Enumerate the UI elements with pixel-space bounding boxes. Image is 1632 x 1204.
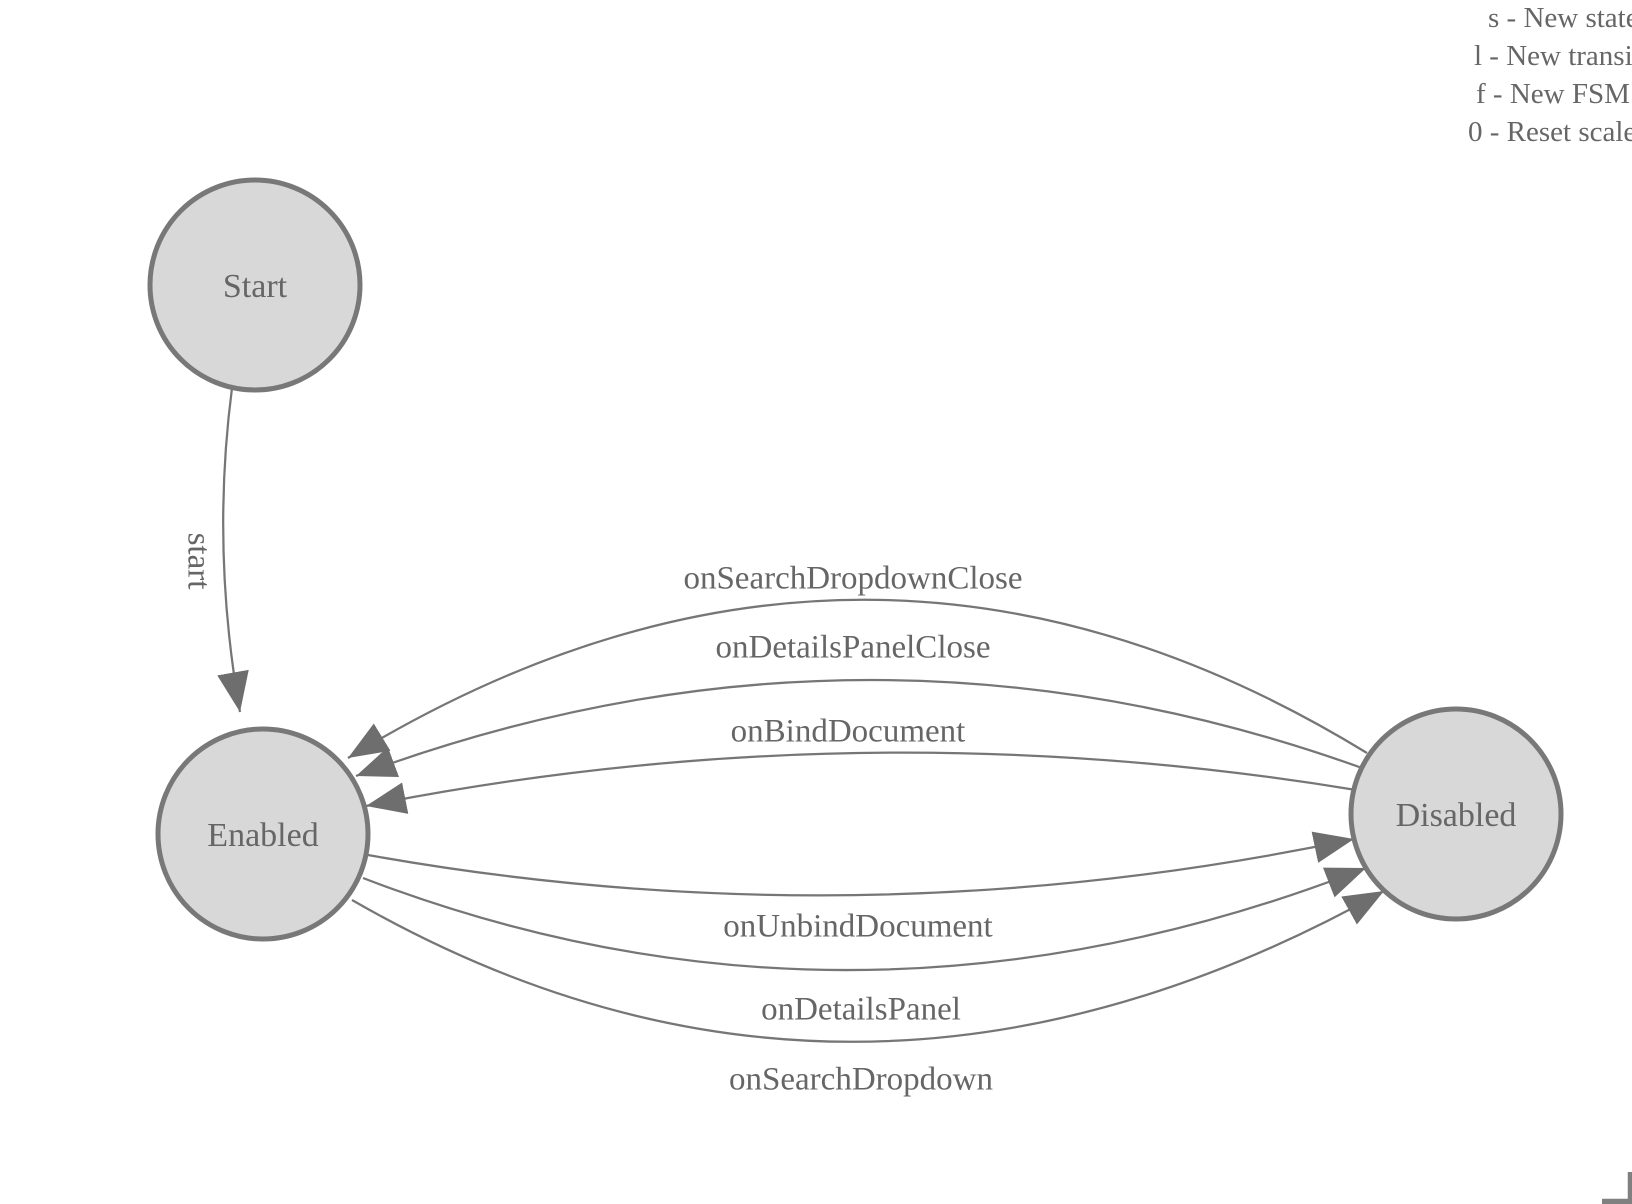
edge-onsearchdropdown[interactable] (351, 890, 1385, 1043)
edge-ondetailspanel[interactable] (362, 866, 1367, 972)
edge-label-onunbinddocument: onUnbindDocument (723, 909, 992, 945)
state-label-start: Start (223, 268, 288, 305)
edges (217, 387, 1385, 1043)
state-label-disabled: Disabled (1396, 797, 1517, 834)
state-node-start[interactable]: Start (147, 177, 363, 393)
state-circle-enabled[interactable] (155, 726, 371, 942)
edge-onsearchdropdownclose[interactable] (347, 598, 1368, 759)
edge-label-onbinddocument: onBindDocument (731, 714, 966, 750)
edge-ondetailspanelclose[interactable] (355, 678, 1363, 778)
legend-item-reset-scale: 0 - Reset scale (1468, 116, 1632, 148)
edge-label-onsearchdropdownclose: onSearchDropdownClose (683, 561, 1022, 597)
edge-label-start: start (180, 533, 216, 590)
state-circle-disabled[interactable] (1348, 706, 1564, 922)
shortcut-legend: s - New state l - New transition f - New… (1468, 2, 1632, 148)
edge-labels: start onSearchDropdownClose onDetailsPan… (180, 533, 1022, 1098)
legend-item-new-transition: l - New transition (1474, 40, 1632, 72)
state-label-enabled: Enabled (207, 817, 318, 854)
edge-onbinddocument[interactable] (365, 751, 1357, 814)
edge-start[interactable] (217, 387, 249, 713)
state-node-disabled[interactable]: Disabled (1348, 706, 1564, 922)
edge-label-onsearchdropdown: onSearchDropdown (729, 1062, 993, 1098)
edge-label-ondetailspanel: onDetailsPanel (761, 992, 961, 1028)
edge-label-ondetailspanelclose: onDetailsPanelClose (716, 630, 991, 666)
state-circle-start[interactable] (147, 177, 363, 393)
state-node-enabled[interactable]: Enabled (155, 726, 371, 942)
legend-item-new-state: s - New state (1488, 2, 1632, 34)
canvas-corner (1602, 1172, 1632, 1204)
edge-onunbinddocument[interactable] (367, 831, 1355, 897)
legend-item-new-fsm: f - New FSM (1476, 78, 1630, 110)
